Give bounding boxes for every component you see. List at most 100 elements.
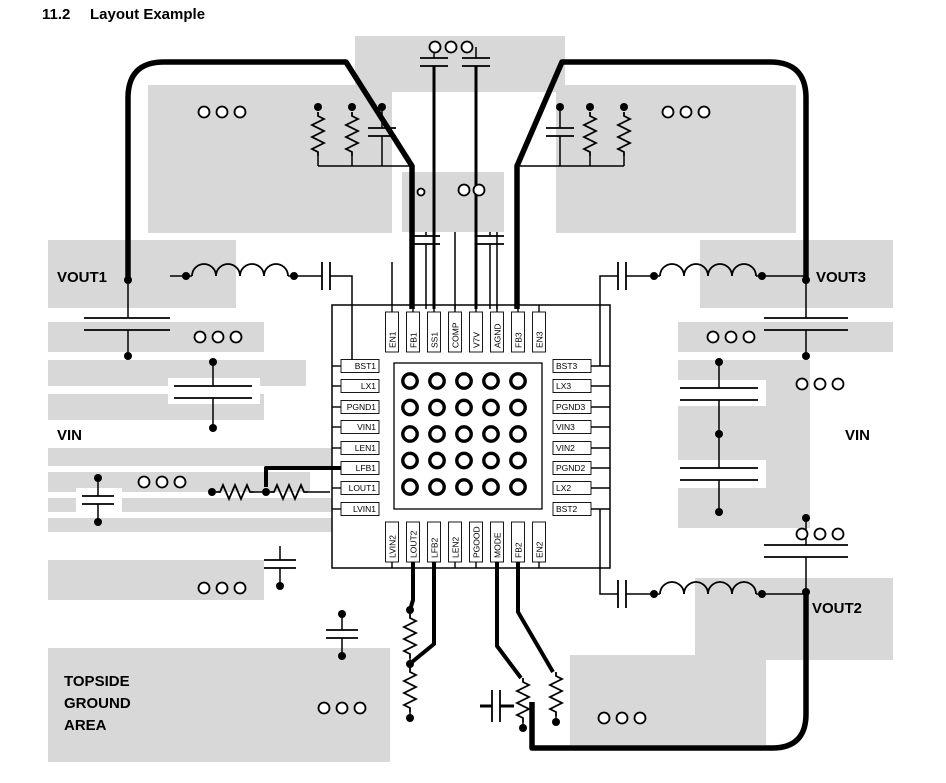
pin-label: LOUT2: [409, 530, 419, 558]
via: [197, 105, 211, 119]
thermal-via: [482, 451, 500, 470]
pin-pad: [511, 521, 525, 563]
via: [472, 183, 486, 197]
junction: [758, 272, 766, 280]
inductor-symbol: [659, 263, 757, 277]
capacitor-symbol: [264, 559, 296, 569]
thermal-via: [428, 451, 446, 470]
wire-left-cluster: [317, 108, 412, 167]
junction: [182, 272, 190, 280]
inductor-symbol: [659, 581, 757, 595]
capacitor-symbol: [84, 317, 170, 331]
junction: [406, 660, 414, 668]
pin-pad: [427, 311, 441, 353]
pin-fb1: FB1: [406, 305, 420, 353]
pin-en1: EN1: [385, 305, 399, 353]
pin-label: BST2: [556, 504, 578, 514]
pin-label: EN2: [535, 541, 545, 558]
copper-pour: [48, 322, 264, 352]
via: [457, 183, 471, 197]
thick-traces: [125, 59, 809, 751]
clearance: [168, 378, 260, 404]
thermal-via: [482, 372, 500, 390]
via: [831, 527, 845, 541]
via: [215, 105, 229, 119]
pin-label: SS1: [430, 332, 440, 348]
pin-label: LX3: [556, 381, 571, 391]
capacitor-symbol: [368, 127, 396, 137]
pin-pad: [511, 311, 525, 353]
copper-pour: [402, 172, 504, 232]
pin-pad: [532, 311, 546, 353]
capacitor-symbol: [462, 57, 490, 67]
trace-vout2-loop: [529, 592, 809, 751]
junction: [556, 103, 564, 111]
pin-label: FB2: [514, 542, 524, 558]
pin-label: LVIN2: [388, 535, 398, 558]
clearance: [76, 488, 122, 512]
via: [460, 40, 474, 54]
via: [215, 581, 229, 595]
pin-label: PGND3: [556, 402, 586, 412]
via-group: [193, 330, 243, 344]
pin-pgnd2: PGND2: [552, 461, 610, 475]
pin-pad: [340, 359, 380, 373]
pin-pad: [490, 521, 504, 563]
pin-pgnd1: PGND1: [332, 400, 380, 414]
capacitor-symbol: [476, 235, 504, 245]
pin-pad: [340, 461, 380, 475]
trace-lfb2: [410, 562, 436, 664]
thermal-via: [482, 478, 500, 496]
via: [137, 475, 151, 489]
via: [197, 581, 211, 595]
pin-label: FB1: [409, 332, 419, 348]
resistor-symbol: [343, 112, 361, 156]
pin-pad: [406, 521, 420, 563]
via: [706, 330, 720, 344]
text-labels: 11.2 Layout Example VOUT1 VOUT3 VIN VIN …: [42, 6, 870, 734]
pin-label: LX2: [556, 483, 571, 493]
resistor-symbol: [581, 112, 599, 156]
via: [229, 330, 243, 344]
capacitor-symbol: [412, 235, 440, 245]
pin-label: FB3: [514, 332, 524, 348]
label-vout1: VOUT1: [57, 269, 107, 286]
via: [211, 330, 225, 344]
via: [633, 711, 647, 725]
junction: [262, 488, 270, 496]
pin-pgood: PGOOD: [469, 521, 483, 568]
label-topside: TOPSIDE: [64, 673, 130, 690]
via: [416, 187, 426, 197]
via: [679, 105, 693, 119]
via-groups: [137, 40, 845, 725]
capacitor-symbol: [420, 57, 448, 67]
via: [615, 711, 629, 725]
via: [353, 701, 367, 715]
junction: [519, 724, 527, 732]
thermal-via: [482, 425, 500, 443]
via: [317, 701, 331, 715]
resistor-symbol: [514, 678, 532, 722]
via-group: [416, 183, 486, 197]
pin-pad: [552, 400, 592, 414]
components: [82, 57, 848, 722]
trace-fb2: [516, 562, 555, 674]
junction: [620, 103, 628, 111]
pin-ss1: SS1: [427, 305, 441, 353]
pin-label: LEN1: [355, 443, 377, 453]
junction: [290, 272, 298, 280]
capacitor-symbol: [764, 544, 848, 558]
junction: [802, 276, 810, 284]
capacitor-symbol: [764, 317, 848, 331]
label-vin-left: VIN: [57, 427, 82, 444]
capacitor-symbol: [491, 690, 501, 722]
via: [173, 475, 187, 489]
pin-pad: [532, 521, 546, 563]
via: [193, 330, 207, 344]
pin-pad: [490, 311, 504, 353]
pin-vin1: VIN1: [332, 420, 380, 434]
pin-pad: [385, 521, 399, 563]
pin-pad: [406, 311, 420, 353]
junction: [802, 514, 810, 522]
pin-v7v: V7V: [469, 305, 483, 353]
